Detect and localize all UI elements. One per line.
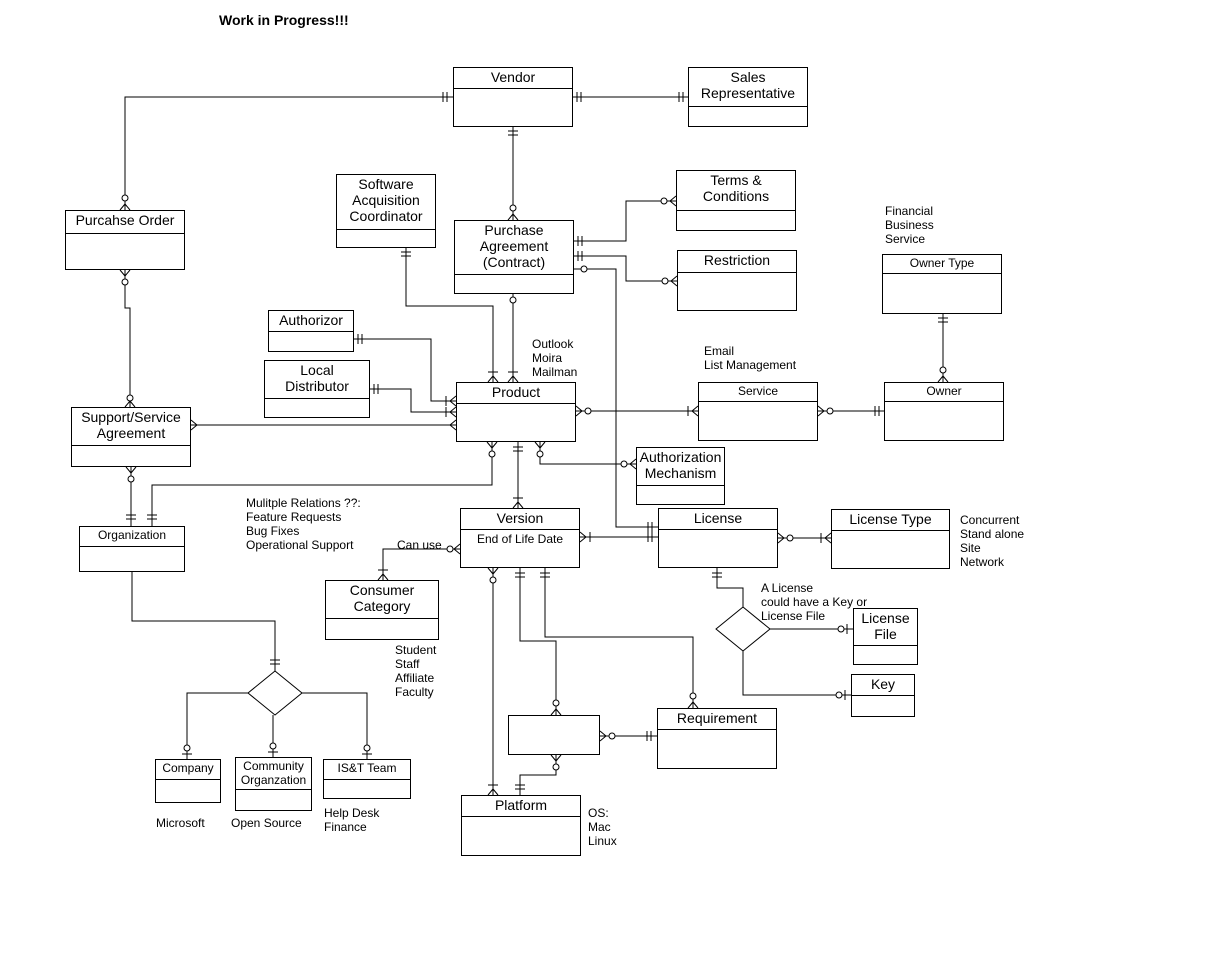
entity-version-title: Version — [461, 509, 579, 530]
entity-software-acquisition-coordinator-title: Software Acquisition Coordinator — [337, 175, 435, 230]
connector-bridge-platform — [519, 755, 557, 795]
entity-owner-type-title: Owner Type — [883, 255, 1001, 274]
connector-version-requirement — [544, 568, 694, 708]
entity-version-requirement-bridge[interactable] — [508, 715, 600, 755]
entity-consumer-category-title: Consumer Category — [326, 581, 438, 619]
entity-service-title: Service — [699, 383, 817, 402]
connector-coordinator-product — [405, 248, 494, 382]
connector-product-authmech — [539, 442, 636, 465]
entity-organization-title: Organization — [80, 527, 184, 547]
service-examples-note: Email List Management — [704, 344, 797, 372]
entity-terms-conditions[interactable]: Terms & Conditions — [676, 170, 796, 231]
multiple-relations-note: Mulitple Relations ??: Feature Requests … — [246, 496, 361, 552]
entity-restriction[interactable]: Restriction — [677, 250, 797, 311]
entity-owner-type[interactable]: Owner Type — [882, 254, 1002, 314]
entity-authorizor[interactable]: Authorizor — [268, 310, 354, 352]
entity-authorization-mechanism-title: Authorization Mechanism — [637, 448, 724, 486]
license-type-examples-note: Concurrent Stand alone Site Network — [960, 513, 1025, 569]
entity-terms-conditions-title: Terms & Conditions — [677, 171, 795, 211]
connector-product-organization — [151, 442, 493, 526]
community-examples-note: Open Source — [231, 816, 302, 830]
entity-key[interactable]: Key — [851, 674, 915, 717]
entity-platform-title: Platform — [462, 796, 580, 817]
consumer-examples-note: Student Staff Affiliate Faculty — [395, 643, 437, 699]
connector-agreement-terms — [574, 200, 676, 242]
diagram-title: Work in Progress!!! — [219, 12, 349, 28]
entity-license-file[interactable]: License File — [853, 608, 918, 665]
entity-license[interactable]: License — [658, 508, 778, 568]
connector-license-diamond — [716, 568, 744, 607]
entity-vendor-title: Vendor — [454, 68, 572, 89]
owner-type-examples-note: Financial Business Service — [885, 204, 934, 246]
entity-ist-team[interactable]: IS&T Team — [323, 759, 411, 799]
connector-distributor-product — [370, 388, 456, 413]
entity-community-organization[interactable]: Community Organzation — [235, 757, 312, 811]
version-end-of-life-attribute: End of Life Date — [476, 532, 564, 546]
company-examples-note: Microsoft — [156, 816, 205, 830]
organization-subtype-diamond — [247, 670, 303, 716]
entity-purchase-order-title: Purcahse Order — [66, 211, 184, 234]
entity-license-title: License — [659, 509, 777, 530]
entity-authorizor-title: Authorizor — [269, 311, 353, 332]
connector-agreement-license — [574, 268, 658, 528]
product-examples-note: Outlook Moira Mailman — [532, 337, 578, 379]
entity-local-distributor[interactable]: Local Distributor — [264, 360, 370, 418]
connector-vendor-purchase-order — [124, 96, 453, 210]
entity-purchase-agreement-title: Purchase Agreement (Contract) — [455, 221, 573, 275]
entity-local-distributor-title: Local Distributor — [265, 361, 369, 399]
entity-sales-representative[interactable]: Sales Representative — [688, 67, 808, 127]
entity-sales-representative-title: Sales Representative — [689, 68, 807, 107]
entity-requirement-title: Requirement — [658, 709, 776, 730]
entity-consumer-category[interactable]: Consumer Category — [325, 580, 439, 640]
entity-authorization-mechanism[interactable]: Authorization Mechanism — [636, 447, 725, 505]
platform-examples-note: OS: Mac Linux — [588, 806, 617, 848]
entity-license-type-title: License Type — [832, 510, 949, 531]
connector-diamond-key — [742, 651, 851, 696]
entity-owner-title: Owner — [885, 383, 1003, 402]
ist-examples-note: Help Desk Finance — [324, 806, 380, 834]
connector-diamond-company — [186, 692, 248, 759]
entity-restriction-title: Restriction — [678, 251, 796, 273]
connector-organization-diamond — [131, 572, 276, 671]
entity-product-title: Product — [457, 383, 575, 404]
entity-support-service-agreement[interactable]: Support/Service Agreement — [71, 407, 191, 467]
connector-agreement-restriction — [574, 255, 677, 282]
entity-license-file-title: License File — [854, 609, 917, 646]
entity-community-organization-title: Community Organzation — [236, 758, 311, 790]
entity-organization[interactable]: Organization — [79, 526, 185, 572]
entity-software-acquisition-coordinator[interactable]: Software Acquisition Coordinator — [336, 174, 436, 248]
license-key-note: A License could have a Key or License Fi… — [761, 581, 868, 623]
entity-platform[interactable]: Platform — [461, 795, 581, 856]
entity-ist-team-title: IS&T Team — [324, 760, 410, 780]
connector-po-support — [124, 270, 131, 407]
entity-requirement[interactable]: Requirement — [657, 708, 777, 769]
can-use-label: Can use — [397, 538, 442, 552]
entity-vendor[interactable]: Vendor — [453, 67, 573, 127]
entity-service[interactable]: Service — [698, 382, 818, 441]
entity-license-type[interactable]: License Type — [831, 509, 950, 569]
entity-product[interactable]: Product — [456, 382, 576, 442]
entity-purchase-order[interactable]: Purcahse Order — [65, 210, 185, 270]
connector-diamond-ist — [302, 692, 368, 759]
connector-version-consumer — [382, 548, 460, 580]
connector-authorizor-product — [354, 338, 456, 402]
entity-company[interactable]: Company — [155, 759, 221, 803]
connector-version-bridge — [519, 568, 557, 715]
entity-key-title: Key — [852, 675, 914, 696]
entity-owner[interactable]: Owner — [884, 382, 1004, 441]
entity-version[interactable]: Version End of Life Date — [460, 508, 580, 568]
entity-purchase-agreement[interactable]: Purchase Agreement (Contract) — [454, 220, 574, 294]
entity-company-title: Company — [156, 760, 220, 780]
entity-support-service-agreement-title: Support/Service Agreement — [72, 408, 190, 446]
